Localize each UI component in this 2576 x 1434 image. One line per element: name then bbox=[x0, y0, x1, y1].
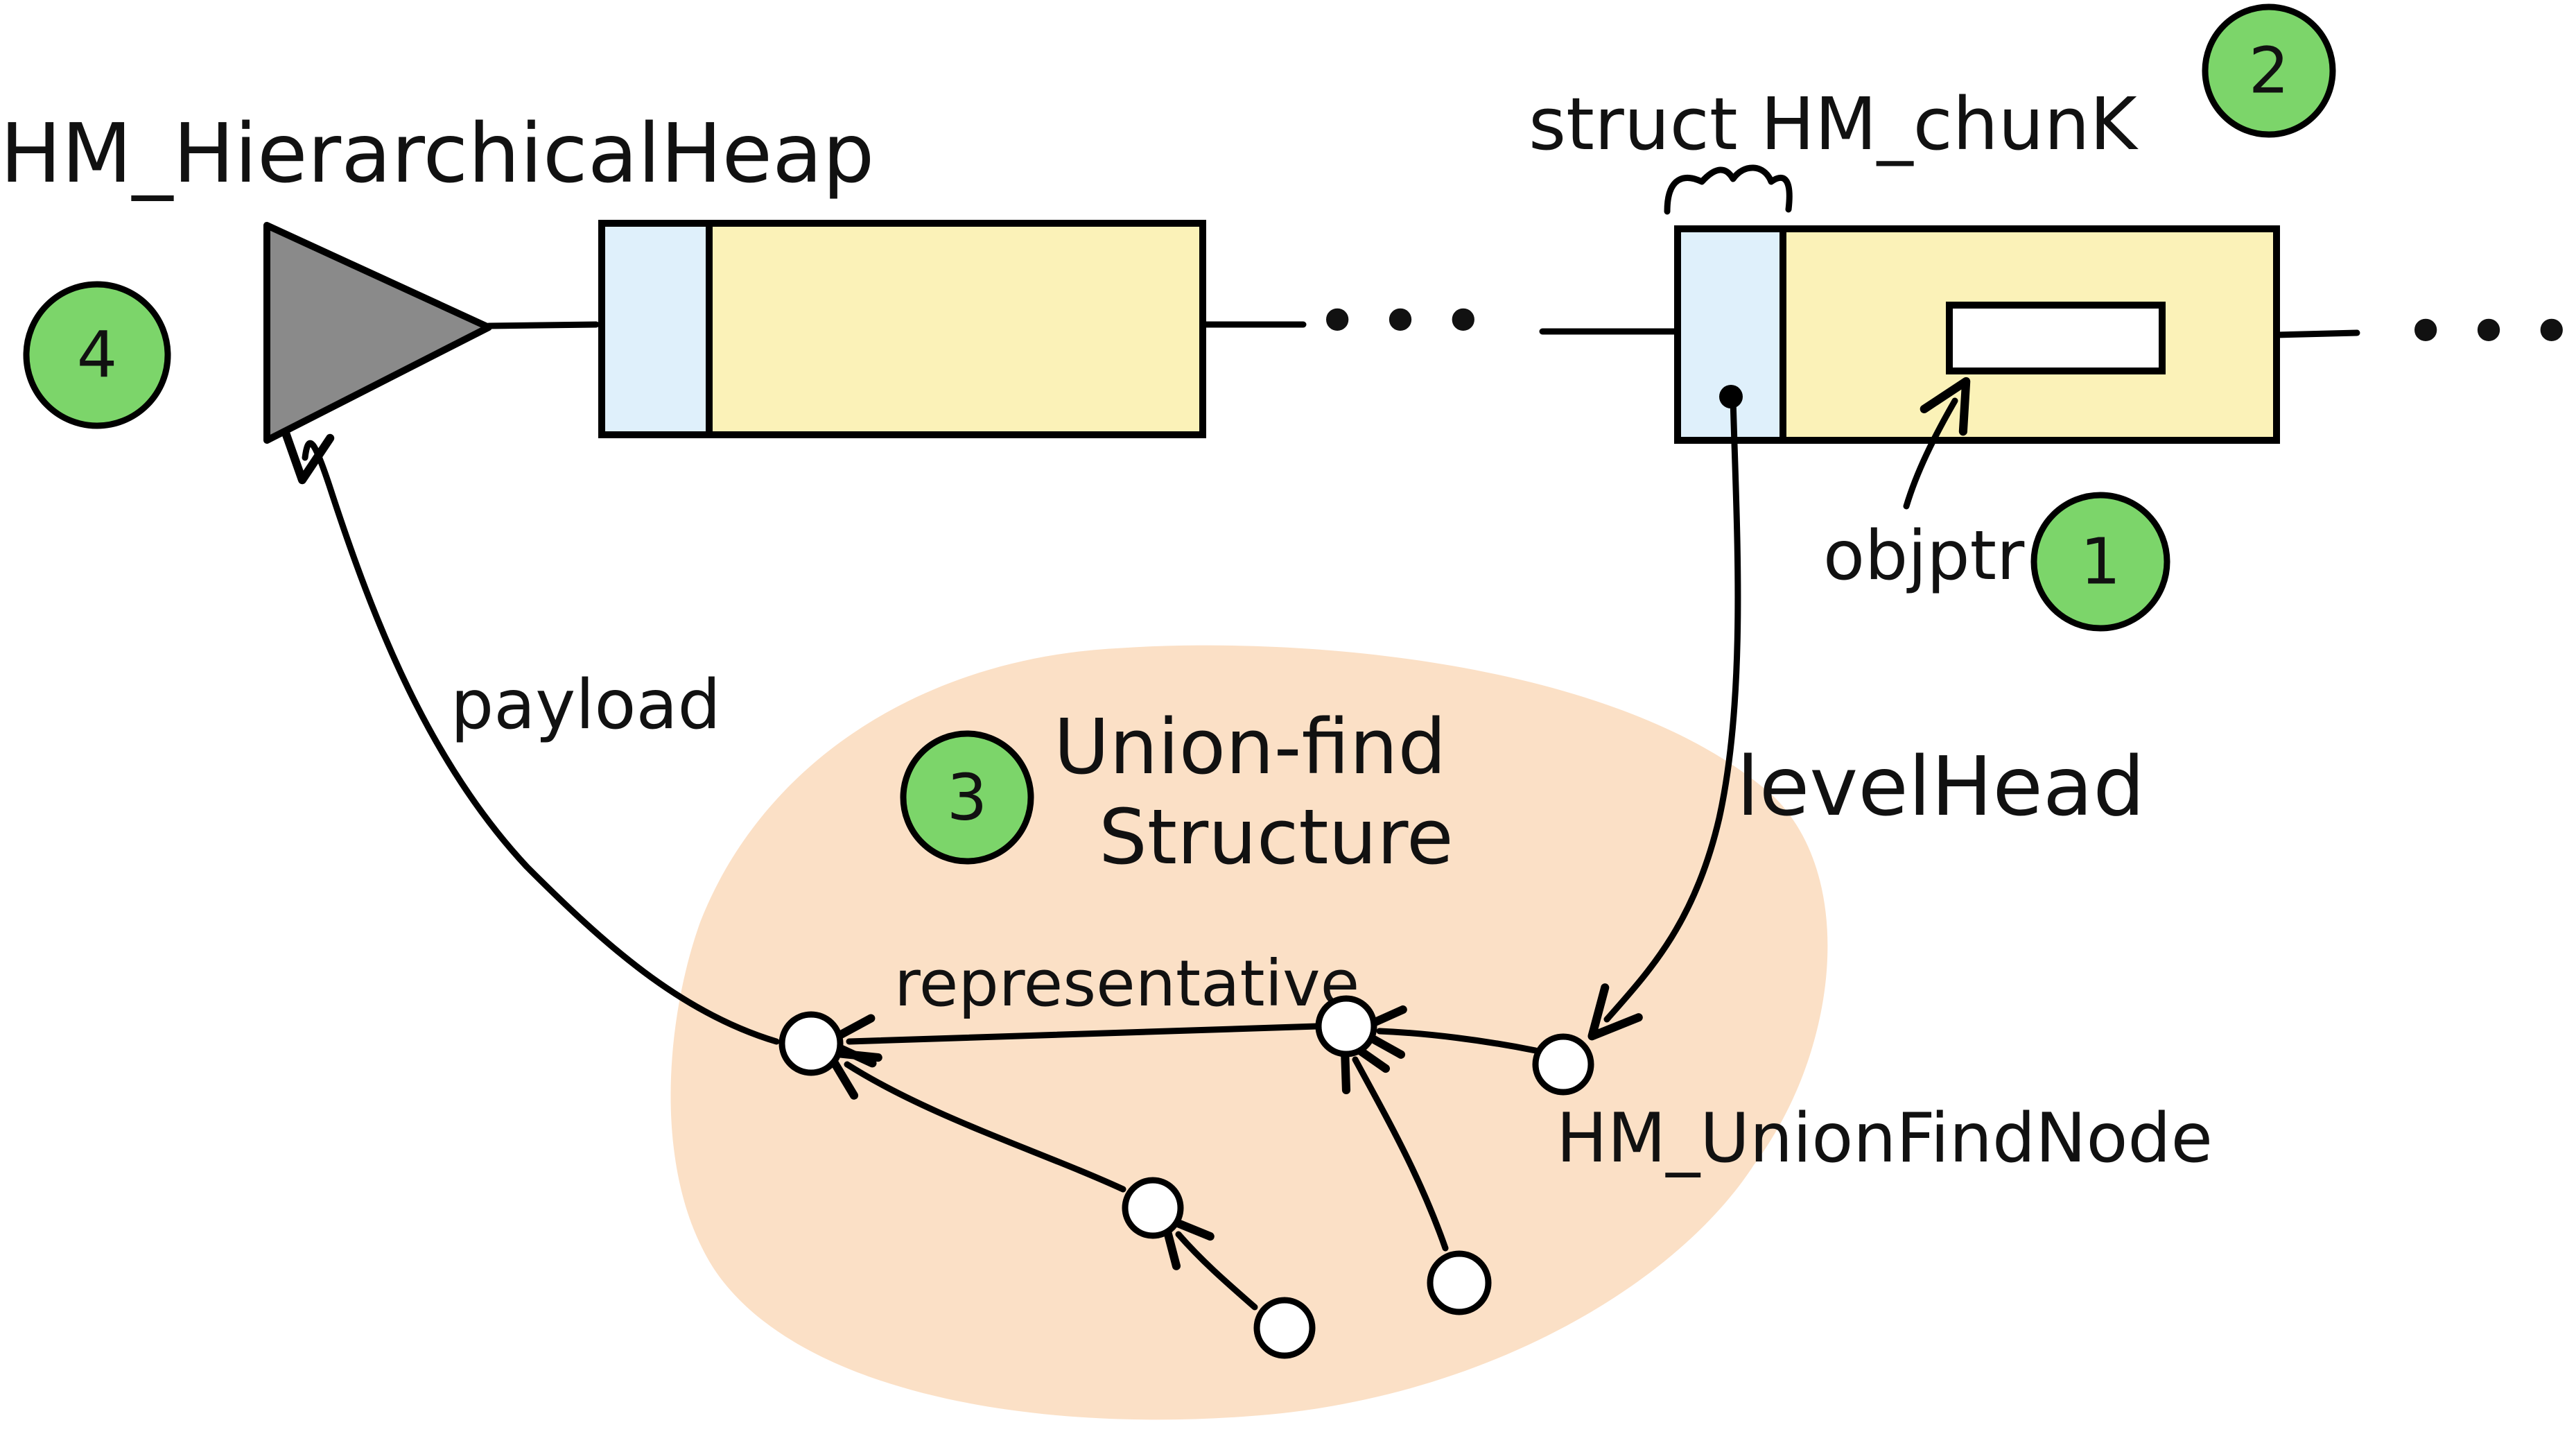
union-find-node bbox=[1253, 1297, 1316, 1359]
union-find-node bbox=[1427, 1250, 1492, 1315]
struct-brace bbox=[1664, 164, 1793, 215]
node-arrow bbox=[1352, 1005, 1539, 1059]
chunk-2 bbox=[1674, 225, 2280, 444]
structure-label: Structure bbox=[1099, 793, 1454, 881]
union-find-label: Union-find bbox=[1054, 702, 1446, 791]
union-find-node-label: HM_UnionFindNode bbox=[1556, 1099, 2213, 1178]
node-arrow bbox=[824, 1048, 1126, 1193]
svg-text:2: 2 bbox=[2249, 34, 2290, 108]
node-arrow bbox=[1159, 1213, 1258, 1311]
payload-arrow bbox=[281, 428, 780, 1045]
union-find-node-root bbox=[778, 1011, 844, 1076]
chunk-1 bbox=[598, 220, 1206, 438]
svg-text:1: 1 bbox=[2080, 525, 2121, 599]
level-head-arrow bbox=[1587, 395, 1741, 1041]
badge-4: 4 bbox=[23, 281, 171, 429]
node-arrow bbox=[1340, 1035, 1449, 1252]
object-slot bbox=[1946, 302, 2166, 374]
svg-text:4: 4 bbox=[77, 318, 118, 392]
objptr-label: objptr bbox=[1823, 517, 2025, 596]
badge-2: 2 bbox=[2202, 3, 2336, 138]
connector-line bbox=[2273, 329, 2360, 338]
hierarchical-heap-label: HM_HierarchicalHeap bbox=[0, 105, 874, 201]
union-find-node bbox=[1122, 1177, 1184, 1239]
representative-arrow bbox=[822, 1014, 1321, 1068]
hierarchical-heap-triangle bbox=[263, 222, 492, 444]
svg-text:3: 3 bbox=[947, 761, 988, 835]
connector-line bbox=[485, 321, 600, 329]
struct-chunk-label: struct HM_chunK bbox=[1529, 82, 2139, 166]
badge-1: 1 bbox=[2030, 492, 2170, 632]
payload-label: payload bbox=[451, 666, 721, 745]
level-head-label: levelHead bbox=[1737, 738, 2145, 834]
representative-label: representative bbox=[894, 947, 1359, 1021]
ellipsis-middle: • • • bbox=[1317, 284, 1483, 358]
union-find-node bbox=[1532, 1033, 1594, 1096]
badge-3: 3 bbox=[900, 730, 1034, 865]
ellipsis-end: • • • bbox=[2405, 295, 2572, 369]
union-find-node bbox=[1315, 995, 1377, 1057]
objptr-arrow bbox=[1903, 377, 1971, 510]
